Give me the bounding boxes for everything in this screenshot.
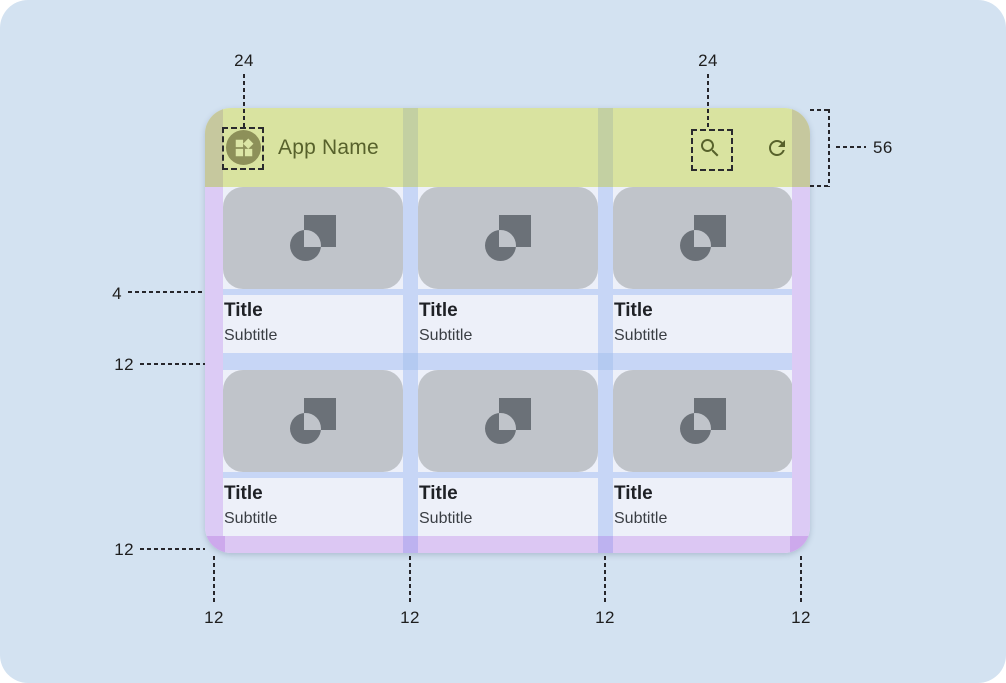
corner-overlap [790, 536, 810, 553]
card-title: Title [614, 483, 653, 504]
right-margin-overlay-appbar [792, 108, 810, 187]
card-image[interactable] [613, 370, 793, 472]
dim-bracket-tick [810, 109, 830, 111]
top-app-bar: App Name [205, 108, 810, 187]
dim-leader-line [140, 548, 205, 550]
dim-label-action-icon: 24 [698, 51, 718, 70]
band-gutter-overlap [403, 353, 418, 370]
image-placeholder-icon [290, 398, 336, 444]
nav-avatar-button[interactable] [226, 130, 261, 165]
dim-leader-line [836, 146, 866, 148]
dim-label-row-gap: 12 [114, 355, 134, 374]
app-layout-mockup: App Name [205, 108, 810, 553]
dim-label-right-margin: 12 [791, 608, 811, 627]
gutter-overlay-appbar [403, 108, 418, 187]
dim-leader-line [128, 291, 205, 293]
image-placeholder-icon [485, 398, 531, 444]
card-subtitle: Subtitle [614, 327, 668, 344]
card-title: Title [419, 300, 458, 321]
app-title: App Name [278, 136, 379, 159]
card-image[interactable] [418, 187, 598, 289]
card-image[interactable] [613, 187, 793, 289]
card-image[interactable] [418, 370, 598, 472]
gutter-overlay-appbar [598, 108, 613, 187]
dim-label-gutter: 12 [400, 608, 420, 627]
dim-leader-line [213, 556, 215, 604]
dim-leader-line [800, 556, 802, 604]
image-placeholder-icon [680, 215, 726, 261]
card-image[interactable] [223, 187, 403, 289]
card-subtitle: Subtitle [224, 510, 278, 527]
gutter-bottom-overlap [598, 536, 613, 553]
dim-label-left-margin: 12 [204, 608, 224, 627]
image-placeholder-icon [485, 215, 531, 261]
left-margin-overlay-appbar [205, 108, 223, 187]
card-subtitle: Subtitle [224, 327, 278, 344]
image-placeholder-icon [680, 398, 726, 444]
card-text-block[interactable]: Title Subtitle [223, 478, 403, 536]
dim-leader-line [604, 556, 606, 604]
left-margin-overlay [205, 187, 223, 553]
dim-label-nav-icon: 24 [234, 51, 254, 70]
dim-bracket-line [828, 109, 830, 187]
widgets-icon [235, 138, 253, 156]
card-title: Title [224, 483, 263, 504]
image-text-gap-band [223, 472, 792, 478]
row-gap-band [223, 353, 792, 370]
bottom-margin-overlay [223, 536, 792, 553]
card-title: Title [224, 300, 263, 321]
card-image[interactable] [223, 370, 403, 472]
card-subtitle: Subtitle [419, 510, 473, 527]
dim-label-bottom-margin: 12 [114, 540, 134, 559]
corner-overlap [205, 536, 225, 553]
search-icon-measure-box [691, 129, 733, 171]
card-text-block[interactable]: Title Subtitle [418, 478, 598, 536]
nav-icon-measure-box [222, 127, 264, 170]
dim-leader-line [409, 556, 411, 604]
dim-leader-line [243, 74, 245, 129]
card-text-block[interactable]: Title Subtitle [223, 295, 403, 353]
dim-label-image-text-gap: 4 [112, 284, 122, 303]
search-icon [701, 139, 719, 157]
card-text-block[interactable]: Title Subtitle [613, 478, 793, 536]
card-title: Title [419, 483, 458, 504]
card-text-block[interactable]: Title Subtitle [613, 295, 793, 353]
right-margin-overlay [792, 187, 810, 553]
dim-label-gutter: 12 [595, 608, 615, 627]
refresh-button[interactable] [765, 136, 789, 160]
card-subtitle: Subtitle [419, 327, 473, 344]
image-text-gap-band [223, 289, 792, 295]
search-button[interactable] [698, 136, 722, 160]
gutter-bottom-overlap [403, 536, 418, 553]
dim-leader-line [140, 363, 205, 365]
refresh-icon [769, 140, 785, 156]
card-title: Title [614, 300, 653, 321]
dim-bracket-tick [810, 185, 830, 187]
image-placeholder-icon [290, 215, 336, 261]
card-text-block[interactable]: Title Subtitle [418, 295, 598, 353]
card-subtitle: Subtitle [614, 510, 668, 527]
dim-label-appbar-height: 56 [873, 138, 893, 157]
band-gutter-overlap [598, 353, 613, 370]
dim-leader-line [707, 74, 709, 129]
